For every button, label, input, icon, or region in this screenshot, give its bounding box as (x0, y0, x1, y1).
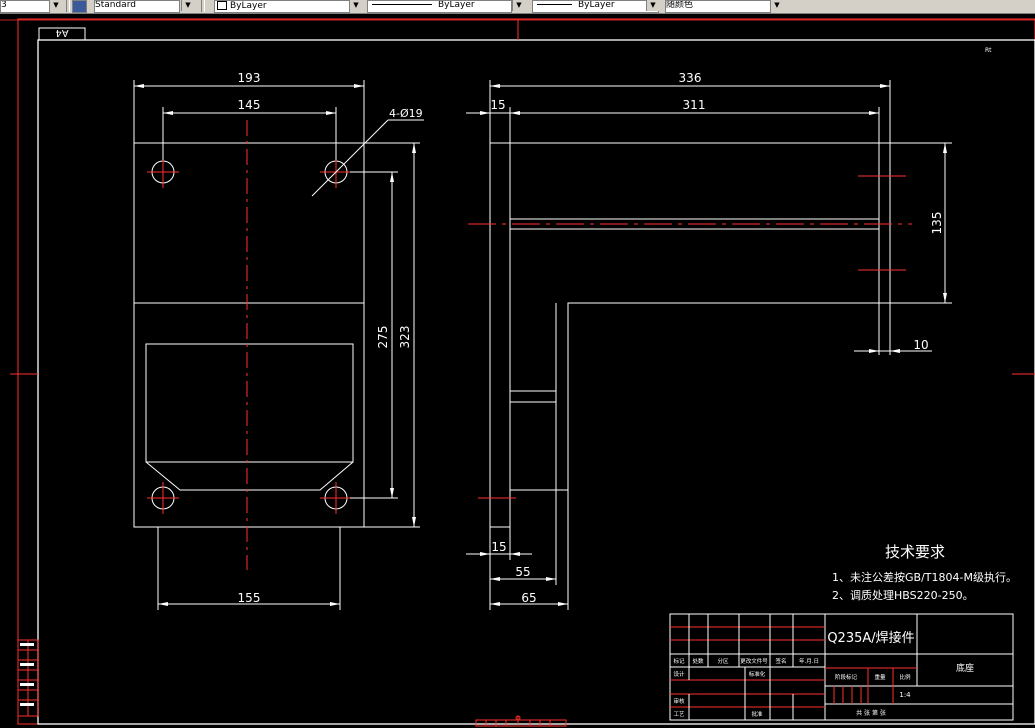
properties-toolbar: 3 ▼ Standard ▼ ByLayer ▼ ByLayer ▼ ByLay… (0, 0, 1035, 14)
toolbar-separator (201, 0, 205, 12)
dim-overall-width: 193 (238, 71, 261, 85)
linetype-value: ByLayer (438, 0, 475, 10)
sheet-marker: Rt (985, 47, 992, 54)
sheets-label: 共 张 第 张 (856, 709, 886, 717)
material-label: Q235A/焊接件 (827, 630, 914, 646)
orientation-tag: A4 (38, 27, 86, 41)
dim-bottom-thickness: 15 (491, 540, 506, 554)
tech-requirements-title: 技术要求 (885, 543, 945, 561)
orientation-tag-label: A4 (55, 27, 68, 38)
dim-hole-callout: 4-Ø19 (389, 107, 423, 120)
text-style-value: Standard (95, 0, 136, 10)
header-label-mark: 标记 (673, 657, 685, 665)
header-label-change-doc: 更改文件号 (740, 657, 768, 665)
dim-hole-spacing-top: 145 (238, 98, 261, 112)
lineweight-value: ByLayer (578, 0, 615, 10)
dim-overall-height: 323 (398, 326, 412, 349)
stage-label: 阶段标记 (835, 673, 858, 681)
first-combo-dropdown-arrow[interactable]: ▼ (49, 0, 62, 11)
layer-combo[interactable]: ByLayer (214, 0, 350, 13)
scale-label: 比例 (899, 673, 911, 681)
dim-inner-width: 55 (515, 565, 530, 579)
text-style-combo[interactable]: Standard (94, 0, 180, 13)
dim-arm-length: 311 (683, 98, 706, 112)
layer-dropdown-arrow[interactable]: ▼ (349, 0, 362, 11)
text-style-dropdown-arrow[interactable]: ▼ (181, 0, 194, 11)
lineweight-dropdown-arrow[interactable]: ▼ (646, 0, 659, 11)
bolt-hole (147, 156, 179, 188)
weight-label: 重量 (874, 673, 886, 681)
dim-bottom-width: 155 (238, 591, 261, 605)
layer-color-swatch-icon (217, 1, 227, 10)
text-style-icon[interactable] (72, 0, 87, 13)
layer-value: ByLayer (230, 1, 267, 11)
side-view: 336 15 311 135 10 (466, 71, 952, 610)
dim-arm-height: 135 (930, 212, 944, 235)
header-label-signature: 签名 (775, 657, 786, 665)
header-label-zone: 分区 (717, 657, 729, 665)
standardization-label: 标准化 (749, 670, 766, 678)
dim-plate-thickness: 10 (913, 338, 928, 352)
approve-label: 批准 (751, 710, 763, 718)
plotstyle-dropdown-arrow[interactable]: ▼ (770, 0, 783, 11)
row-label-design: 设计 (673, 670, 685, 678)
sheet-frame (0, 18, 1035, 727)
scale-value: 1:4 (899, 691, 911, 699)
title-block: 标记 处数 分区 更改文件号 签名 年.月.日 设计 标准化 审核 工艺 批准 … (669, 613, 1014, 721)
front-view: 193 145 4-Ø19 275 323 (133, 71, 424, 610)
bolt-hole (320, 482, 352, 514)
tech-requirement-line-2: 2、调质处理HBS220-250。 (832, 589, 974, 602)
header-label-count: 处数 (692, 657, 704, 665)
lineweight-combo[interactable]: ByLayer (532, 0, 659, 13)
linetype-dropdown-arrow[interactable]: ▼ (512, 0, 525, 11)
left-margin-table (17, 639, 39, 717)
toolbar-separator (66, 0, 70, 12)
first-combo[interactable]: 3 (0, 0, 50, 13)
tech-requirement-line-1: 1、未注公差按GB/T1804-M级执行。 (832, 570, 1017, 584)
dim-left-thickness: 15 (490, 98, 505, 112)
linetype-combo[interactable]: ByLayer (367, 0, 512, 13)
row-label-process: 工艺 (673, 711, 685, 718)
tech-requirements: 技术要求 1、未注公差按GB/T1804-M级执行。 2、调质处理HBS220-… (832, 543, 1017, 602)
dim-hole-spacing-vertical: 275 (376, 326, 390, 349)
first-combo-value: 3 (1, 0, 7, 10)
bolt-hole (147, 482, 179, 514)
lineweight-sample-icon (537, 4, 572, 5)
plotstyle-combo[interactable]: 随颜色 (665, 0, 771, 13)
header-label-date: 年.月.日 (799, 657, 819, 665)
linetype-sample-icon (372, 4, 432, 5)
dim-outer-width: 65 (521, 591, 536, 605)
plotstyle-value: 随颜色 (666, 0, 694, 10)
row-label-review: 审核 (673, 697, 685, 705)
part-name: 底座 (956, 662, 974, 674)
drawing-canvas[interactable]: A4 Rt (0, 14, 1035, 728)
dim-overall-length: 336 (679, 71, 702, 85)
